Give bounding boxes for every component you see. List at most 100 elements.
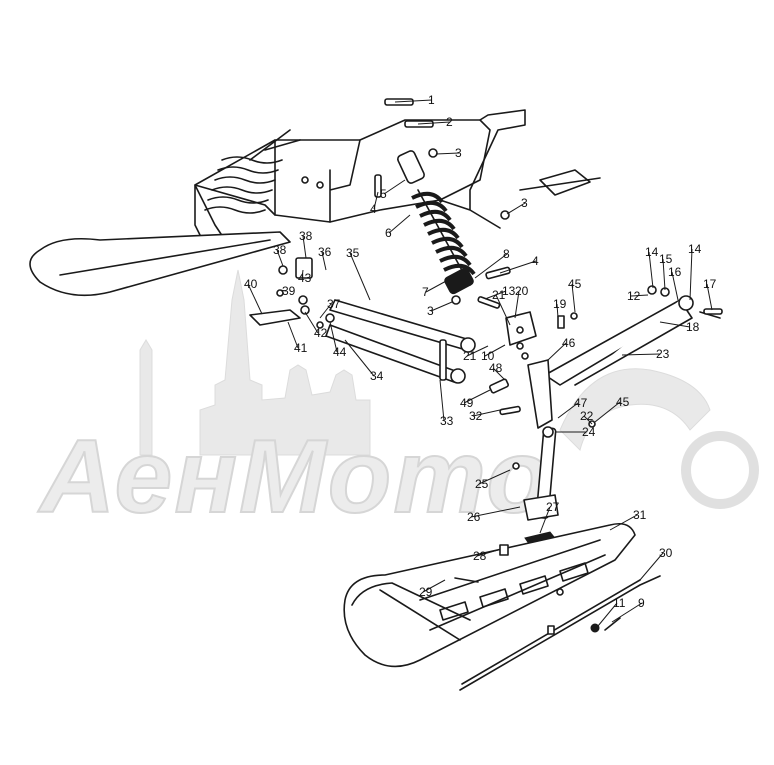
callout-label-32: 32 xyxy=(469,409,483,423)
callout-leader-26 xyxy=(470,506,521,518)
callout-leader-49 xyxy=(463,389,491,404)
callout-label-3: 3 xyxy=(521,196,528,210)
callout-label-10: 10 xyxy=(481,349,495,363)
callout-leader-14 xyxy=(689,248,693,301)
callout-leader-41 xyxy=(287,321,299,349)
callout-label-37: 37 xyxy=(327,297,341,311)
radius-rod-upper xyxy=(329,299,476,353)
callout-leader-12 xyxy=(630,294,649,297)
callout-leader-2 xyxy=(417,121,451,125)
callout-label-9: 9 xyxy=(638,596,645,610)
ski-spindle xyxy=(523,359,559,521)
callout-label-44: 44 xyxy=(333,345,347,359)
rear-skid-rail xyxy=(29,231,291,297)
callout-leader-22 xyxy=(583,415,593,425)
callout-leader-37 xyxy=(319,303,332,319)
callout-label-45: 45 xyxy=(568,277,582,291)
callout-label-26: 26 xyxy=(467,510,481,524)
callout-label-13: 13 xyxy=(502,284,516,298)
callout-leader-42 xyxy=(304,311,319,334)
callout-label-4: 4 xyxy=(532,254,539,268)
callout-leader-45 xyxy=(594,401,621,423)
callout-label-40: 40 xyxy=(244,277,258,291)
callout-leader-28 xyxy=(476,549,499,557)
callout-label-2: 2 xyxy=(446,115,453,129)
callout-label-5: 5 xyxy=(380,187,387,201)
callout-label-49: 49 xyxy=(460,396,474,410)
callout-label-24: 24 xyxy=(582,425,596,439)
callout-leader-10 xyxy=(484,344,506,357)
callout-leader-20 xyxy=(514,290,520,319)
callout-leader-38 xyxy=(302,235,307,259)
callout-leader-9 xyxy=(611,602,643,623)
callout-leader-44 xyxy=(329,321,338,353)
callout-leader-32 xyxy=(472,409,501,417)
callout-label-38: 38 xyxy=(299,229,313,243)
watermark-skyline xyxy=(139,269,759,509)
callout-label-14: 14 xyxy=(688,242,702,256)
trailing-arm xyxy=(544,285,721,386)
callout-label-11: 11 xyxy=(613,596,626,610)
chassis-frame xyxy=(194,109,601,229)
callout-leader-1 xyxy=(394,99,433,103)
callout-label-8: 8 xyxy=(503,247,510,261)
callout-leader-25 xyxy=(478,469,511,485)
ski-bracket xyxy=(505,311,537,346)
callout-leader-23 xyxy=(621,353,661,356)
callout-label-41: 41 xyxy=(294,341,308,355)
callout-label-3: 3 xyxy=(455,146,462,160)
callout-label-19: 19 xyxy=(553,297,567,311)
callout-label-7: 7 xyxy=(422,285,429,299)
callout-leader-3 xyxy=(435,152,460,155)
callout-label-14: 14 xyxy=(645,245,659,259)
ski-hardware xyxy=(454,577,621,635)
callout-label-36: 36 xyxy=(318,245,332,259)
callout-label-12: 12 xyxy=(627,289,641,303)
callout-leader-27 xyxy=(539,506,551,534)
callout-leader-40 xyxy=(247,283,263,315)
callout-leader-11 xyxy=(597,602,618,627)
callout-leader-7 xyxy=(425,279,449,293)
bracket-plate xyxy=(249,257,335,329)
callout-label-23: 23 xyxy=(656,347,670,361)
callout-leader-35 xyxy=(349,252,371,301)
shock-absorber xyxy=(397,150,476,295)
callout-label-33: 33 xyxy=(440,414,454,428)
callout-label-22: 22 xyxy=(580,409,594,423)
callout-leader-45 xyxy=(571,283,576,313)
callout-leader-21 xyxy=(466,345,489,357)
callout-label-47: 47 xyxy=(574,396,588,410)
callout-leader-3 xyxy=(430,301,453,312)
callout-label-17: 17 xyxy=(703,277,717,291)
callout-label-34: 34 xyxy=(370,369,384,383)
callout-label-27: 27 xyxy=(546,500,560,514)
callout-leader-33 xyxy=(439,379,445,422)
callout-leader-16 xyxy=(671,271,679,301)
callout-label-1: 1 xyxy=(428,93,435,107)
callout-label-31: 31 xyxy=(633,508,647,522)
callout-leader-8 xyxy=(474,253,508,279)
callout-leader-39 xyxy=(279,289,287,292)
callout-leader-14 xyxy=(648,251,654,289)
callout-label-15: 15 xyxy=(659,252,673,266)
callout-leader-30 xyxy=(639,552,664,581)
callout-leader-21 xyxy=(495,294,511,326)
callout-leader-34 xyxy=(344,339,375,377)
callout-leader-3 xyxy=(506,202,526,215)
watermark: АенМото xyxy=(36,269,759,536)
callout-leader-15 xyxy=(662,258,666,291)
callout-leader-5 xyxy=(383,179,406,195)
callout-label-29: 29 xyxy=(419,585,433,599)
callout-label-46: 46 xyxy=(562,336,576,350)
callout-label-21: 21 xyxy=(492,288,506,302)
callout-label-18: 18 xyxy=(686,320,700,334)
callout-leader-36 xyxy=(321,251,327,271)
callout-leader-31 xyxy=(609,514,638,531)
callout-label-42: 42 xyxy=(314,326,328,340)
callout-label-21: 21 xyxy=(463,349,477,363)
callout-label-48: 48 xyxy=(489,361,503,375)
callout-label-20: 20 xyxy=(515,284,529,298)
